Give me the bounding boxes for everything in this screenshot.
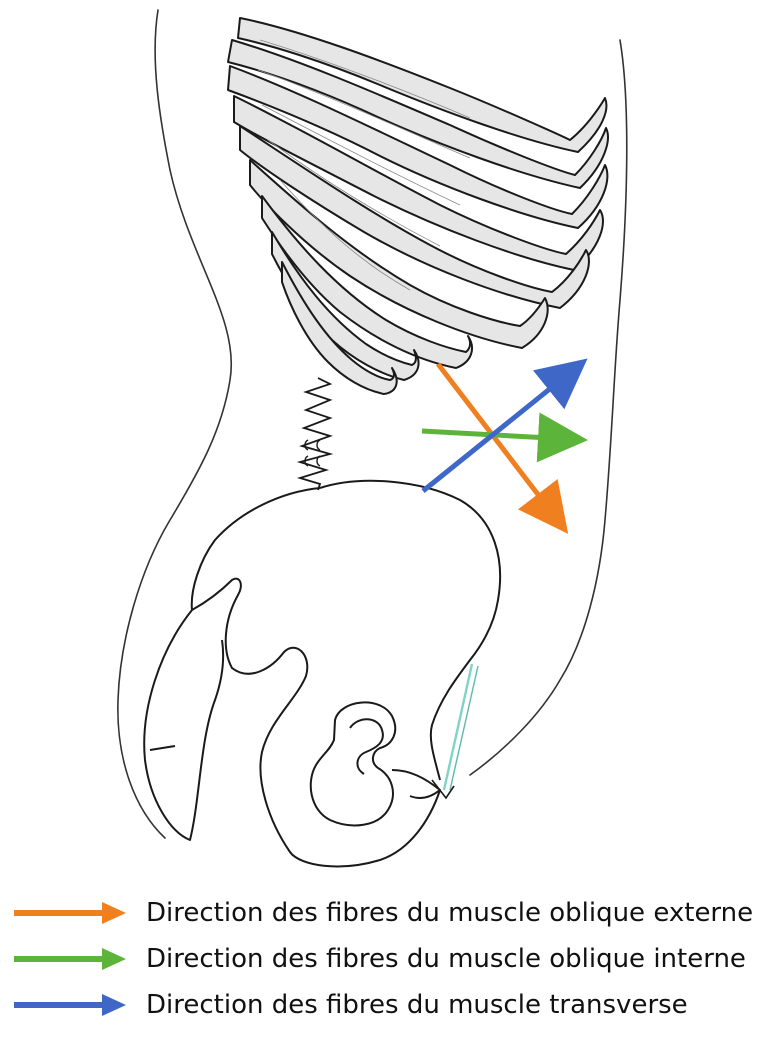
legend-item-external-oblique: Direction des fibres du muscle oblique e… — [0, 894, 767, 938]
external-oblique-arrow — [438, 364, 556, 518]
iliac-tick — [150, 746, 175, 750]
rib-cage — [228, 18, 608, 394]
legend-label-transverse: Direction des fibres du muscle transvers… — [146, 990, 688, 1020]
iliac-wing-left — [144, 610, 223, 840]
ilium-fossa — [192, 579, 440, 867]
inguinal-ligament — [444, 664, 478, 790]
legend-label-external-oblique: Direction des fibres du muscle oblique e… — [146, 898, 753, 928]
legend-item-transverse: Direction des fibres du muscle transvers… — [0, 986, 767, 1030]
lumbar-vertebrae — [300, 378, 330, 490]
legend-label-internal-oblique: Direction des fibres du muscle oblique i… — [146, 944, 746, 974]
iliac-crest — [320, 481, 500, 780]
ilium-outer — [192, 488, 320, 610]
legend-item-internal-oblique: Direction des fibres du muscle oblique i… — [0, 940, 767, 984]
obturator-foramen — [311, 702, 395, 825]
body-contour-left — [118, 10, 231, 838]
ischium-inner — [350, 719, 383, 774]
pubic-region — [392, 770, 440, 798]
orange-arrow-icon — [10, 898, 130, 928]
legend: Direction des fibres du muscle oblique e… — [0, 880, 767, 1038]
blue-arrow-icon — [10, 990, 130, 1020]
anatomy-drawing — [0, 0, 767, 880]
green-arrow-icon — [10, 944, 130, 974]
pelvis — [144, 481, 500, 867]
